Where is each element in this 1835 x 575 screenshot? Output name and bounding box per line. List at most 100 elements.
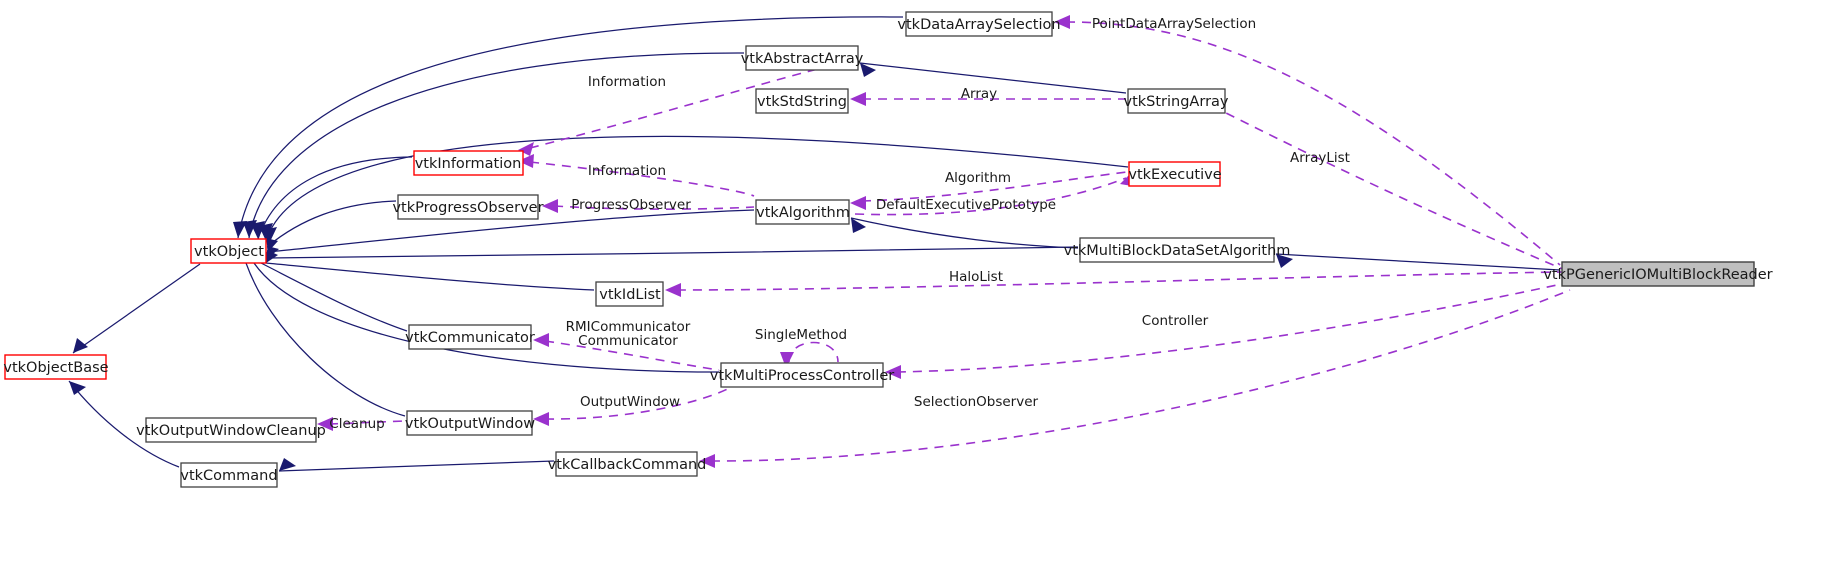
edge-usage-progressobserver [553, 205, 755, 210]
arrowhead-usage [780, 352, 794, 368]
node-vtkmultiblockdatasetalgorithm[interactable]: vtkMultiBlockDataSetAlgorithm [1064, 237, 1291, 263]
node-label: vtkDataArraySelection [897, 17, 1060, 33]
node-box[interactable] [180, 462, 278, 488]
node-vtkcommunicator[interactable]: vtkCommunicator [405, 324, 535, 350]
node-box[interactable] [406, 410, 533, 436]
arrowhead-usage [699, 454, 715, 468]
node-vtkexecutive[interactable]: vtkExecutive [1128, 161, 1222, 187]
node-box[interactable] [1079, 237, 1275, 263]
node-label: vtkMultiProcessController [710, 368, 894, 384]
node-label: vtkAlgorithm [756, 205, 850, 221]
node-vtkcommand[interactable]: vtkCommand [180, 462, 278, 488]
edge-label-information-upper: Information [588, 74, 666, 90]
node-label: vtkObject [194, 244, 264, 260]
edge-usage-selectionobserver [710, 289, 1571, 462]
node-label: vtkStringArray [1124, 94, 1229, 110]
node-vtkidlist[interactable]: vtkIdList [595, 281, 664, 307]
edge-usage-pointdataarrayselection [1065, 21, 1561, 266]
edge-vtkcommand-to-vtkcallbackcommand [278, 460, 555, 472]
node-vtkmultiprocesscontroller[interactable]: vtkMultiProcessController [710, 362, 894, 388]
node-label: vtkExecutive [1128, 167, 1221, 183]
edge-vtkobject-to-vtkmultiblockdatasetalgorithm [267, 246, 1079, 259]
node-box[interactable] [755, 199, 850, 225]
node-vtkstringarray[interactable]: vtkStringArray [1124, 88, 1229, 114]
usage-edges [317, 15, 1571, 468]
node-box[interactable] [745, 45, 859, 71]
node-vtkdataarrayselection[interactable]: vtkDataArraySelection [897, 11, 1061, 37]
node-box[interactable] [145, 417, 317, 443]
edge-vtkobject-to-vtkmultiprocesscontroller [253, 262, 720, 373]
edge-label-arraylist: ArrayList [1290, 150, 1350, 166]
nodes: vtkDataArraySelection vtkAbstractArray v… [3, 11, 1773, 488]
node-vtkstdstring[interactable]: vtkStdString [755, 88, 849, 114]
node-vtkcallbackcommand[interactable]: vtkCallbackCommand [548, 451, 707, 477]
edge-label-halolist: HaloList [949, 269, 1003, 285]
arrowhead-usage [533, 412, 549, 426]
node-box[interactable] [413, 150, 524, 176]
node-label: vtkMultiBlockDataSetAlgorithm [1064, 243, 1291, 259]
edge-label-information-lower: Information [588, 163, 666, 179]
edge-vtkabstractarray-to-vtkstringarray [859, 62, 1127, 94]
edge-vtkalgorithm-to-vtkmultiblockdatasetalgorithm [850, 217, 1079, 249]
edge-label-cleanup: Cleanup [329, 416, 384, 432]
edge-usage-defaultexecutiveprototype [854, 177, 1127, 216]
node-label: vtkCommunicator [405, 330, 535, 346]
arrowhead-inherit [69, 381, 86, 395]
edge-vtkobject-to-vtkalgorithm [267, 209, 755, 253]
node-box[interactable] [755, 88, 849, 114]
node-vtkabstractarray[interactable]: vtkAbstractArray [741, 45, 864, 71]
node-vtkoutputwindow[interactable]: vtkOutputWindow [405, 410, 535, 436]
edge-label-controller: Controller [1142, 313, 1209, 329]
node-vtkobject[interactable]: vtkObject [190, 238, 267, 264]
edge-vtkobject-to-vtkexecutive [265, 135, 1129, 242]
arrowhead-usage [885, 365, 901, 379]
edge-vtkmultiblockdatasetalgorithm-to-vtkpgenericiomultiblockreader [1275, 253, 1561, 271]
edge-label-outputwindow: OutputWindow [580, 394, 680, 410]
node-label: vtkOutputWindowCleanup [136, 423, 326, 439]
edge-vtkobject-to-vtkcommunicator [260, 262, 408, 332]
edge-label-singlemethod: SingleMethod [755, 327, 847, 343]
edge-usage-cleanup [328, 420, 406, 425]
node-box[interactable] [190, 238, 267, 264]
node-box[interactable] [1127, 88, 1226, 114]
node-box[interactable] [397, 194, 539, 220]
arrowhead-usage [533, 333, 549, 347]
edge-vtkobject-to-vtkprogressobserver [267, 200, 397, 247]
node-box[interactable] [555, 451, 698, 477]
edge-label-pointdataarrayselection: PointDataArraySelection [1092, 16, 1256, 32]
node-box[interactable] [720, 362, 884, 388]
node-vtkoutputwindowcleanup[interactable]: vtkOutputWindowCleanup [136, 417, 326, 443]
node-label: vtkProgressObserver [392, 200, 543, 216]
node-box[interactable] [905, 11, 1053, 37]
edge-label-progressobserver: ProgressObserver [571, 197, 691, 213]
node-label: vtkCommand [180, 468, 277, 484]
node-vtkobjectbase[interactable]: vtkObjectBase [3, 354, 109, 380]
arrowhead-usage [317, 417, 333, 431]
arrowhead-inherit [279, 458, 296, 471]
node-box-current[interactable] [1561, 261, 1755, 287]
node-vtkalgorithm[interactable]: vtkAlgorithm [755, 199, 850, 225]
edge-usage-controller [896, 282, 1567, 373]
node-box[interactable] [1128, 161, 1221, 187]
node-vtkinformation[interactable]: vtkInformation [413, 150, 524, 176]
inheritance-edges [68, 16, 1561, 472]
node-box[interactable] [4, 354, 107, 380]
node-box[interactable] [408, 324, 532, 350]
node-label: vtkAbstractArray [741, 51, 864, 67]
arrowhead-usage [542, 199, 558, 213]
edge-usage-rmicommunicator [544, 340, 720, 371]
edge-vtkobjectbase-to-vtkobject [72, 263, 201, 354]
edge-usage-outputwindow [544, 380, 742, 420]
edge-vtkobject-to-vtkabstractarray [248, 52, 745, 239]
node-vtkprogressobserver[interactable]: vtkProgressObserver [392, 194, 544, 220]
edge-vtkobject-to-vtkdataarrayselection [237, 16, 904, 239]
node-label: vtkInformation [415, 156, 522, 172]
edge-usage-arraylist [1211, 105, 1566, 271]
edge-usage-halolist [676, 271, 1563, 291]
node-box[interactable] [595, 281, 664, 307]
edge-vtkobject-to-vtkinformation [257, 156, 413, 240]
node-vtkpgenericiomultiblockreader[interactable]: vtkPGenericIOMultiBlockReader [1543, 261, 1773, 287]
arrowhead-inherit [73, 338, 88, 353]
edge-label-array: Array [961, 86, 997, 102]
